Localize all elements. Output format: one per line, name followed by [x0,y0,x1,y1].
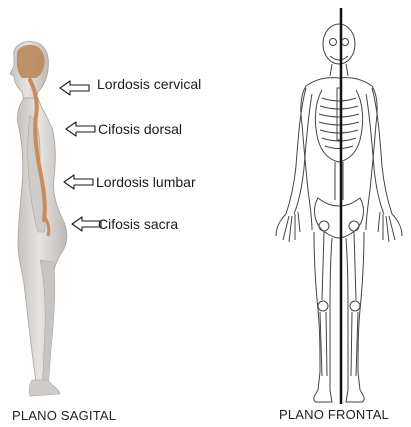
arrow-icon-lumbar [64,175,93,189]
frontal-body-outline [301,86,377,230]
sagittal-body-figure [10,42,67,396]
frontal-hand-right [378,212,402,242]
label-lordosis-cervical: Lordosis cervical [97,76,201,92]
label-cifosis-sacra: Cifosis sacra [98,216,178,232]
arrow-icon-dorsal [66,122,95,136]
frontal-pelvis [315,198,364,238]
frontal-knee-right [350,301,360,311]
frontal-hip-left [319,221,329,231]
caption-plano-sagital: PLANO SAGITAL [12,408,116,423]
frontal-shoulders [306,78,372,86]
eye-socket-left [330,39,337,46]
frontal-skeleton-figure [276,24,402,402]
arrow-icon-cervical [60,81,89,95]
label-lordosis-lumbar: Lordosis lumbar [96,174,196,190]
eye-socket-right [342,39,349,46]
caption-plano-frontal: PLANO FRONTAL [279,407,389,422]
frontal-arm-right [366,88,392,214]
frontal-knee-left [318,301,328,311]
frontal-femurs [320,232,358,376]
sagittal-torso [17,98,66,382]
frontal-hand-left [276,212,300,242]
frontal-ribs [319,98,359,149]
arrow-icon-sacral [72,217,101,231]
frontal-foot-left [314,390,332,402]
frontal-foot-right [346,390,364,402]
skull-icon [17,45,45,78]
annotation-arrows [60,81,101,231]
frontal-neck [330,64,348,76]
frontal-jaw [330,56,348,60]
label-cifosis-dorsal: Cifosis dorsal [98,121,182,137]
frontal-hip-right [349,221,359,231]
frontal-arm-left [286,88,312,214]
sagittal-foot [29,380,60,396]
frontal-skull [323,24,355,64]
